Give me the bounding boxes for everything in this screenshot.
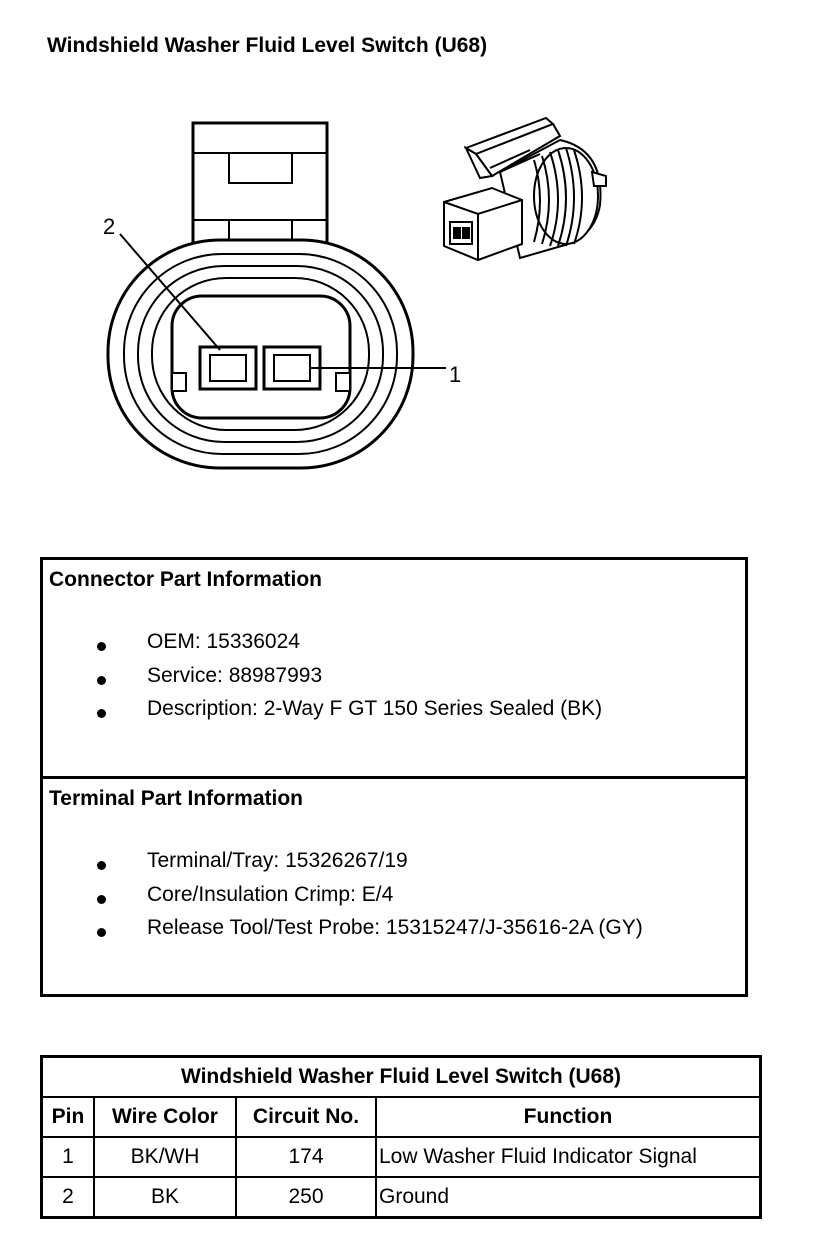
connector-part-info-heading: Connector Part Information [49, 568, 323, 591]
terminal-part-info: Terminal Part Information Terminal/Tray:… [40, 776, 748, 997]
connector-isometric-view [443, 116, 607, 262]
bullet-icon [97, 894, 106, 904]
bullet-icon [97, 928, 106, 937]
table-row: 1 BK/WH 174 Low Washer Fluid Indicator S… [40, 1136, 762, 1178]
cell-function: Ground [375, 1176, 762, 1219]
pin-out-table: Windshield Washer Fluid Level Switch (U6… [40, 1055, 762, 1219]
column-header-circuit-no: Circuit No. [235, 1096, 377, 1138]
column-header-function: Function [375, 1096, 762, 1138]
cell-wire-color: BK [93, 1176, 237, 1219]
column-header-wire-color: Wire Color [93, 1096, 237, 1138]
connector-face-view [106, 121, 415, 470]
connector-diagram: 2 1 [103, 116, 607, 470]
cell-function: Low Washer Fluid Indicator Signal [375, 1136, 762, 1178]
table-header-row: Pin Wire Color Circuit No. Function [40, 1096, 762, 1138]
connector-part-info: Connector Part Information OEM: 15336024… [40, 557, 748, 779]
bullet-icon [97, 861, 106, 870]
column-header-pin: Pin [40, 1096, 95, 1138]
callout-pin-1: 1 [449, 362, 461, 387]
bullet-icon [97, 675, 106, 685]
table-row: 2 BK 250 Ground [40, 1176, 762, 1219]
callout-pin-2: 2 [103, 214, 115, 239]
cell-circuit-no: 250 [235, 1176, 377, 1219]
cell-wire-color: BK/WH [93, 1136, 237, 1178]
bullet-icon [97, 642, 106, 651]
cell-circuit-no: 174 [235, 1136, 377, 1178]
callout-leaders [119, 233, 446, 369]
cell-pin: 2 [40, 1176, 95, 1219]
cell-pin: 1 [40, 1136, 95, 1178]
page-title: Windshield Washer Fluid Level Switch (U6… [47, 34, 488, 57]
table-title-row: Windshield Washer Fluid Level Switch (U6… [40, 1055, 762, 1098]
bullet-icon [97, 709, 106, 718]
terminal-part-info-heading: Terminal Part Information [49, 787, 303, 810]
table-title: Windshield Washer Fluid Level Switch (U6… [40, 1055, 762, 1098]
